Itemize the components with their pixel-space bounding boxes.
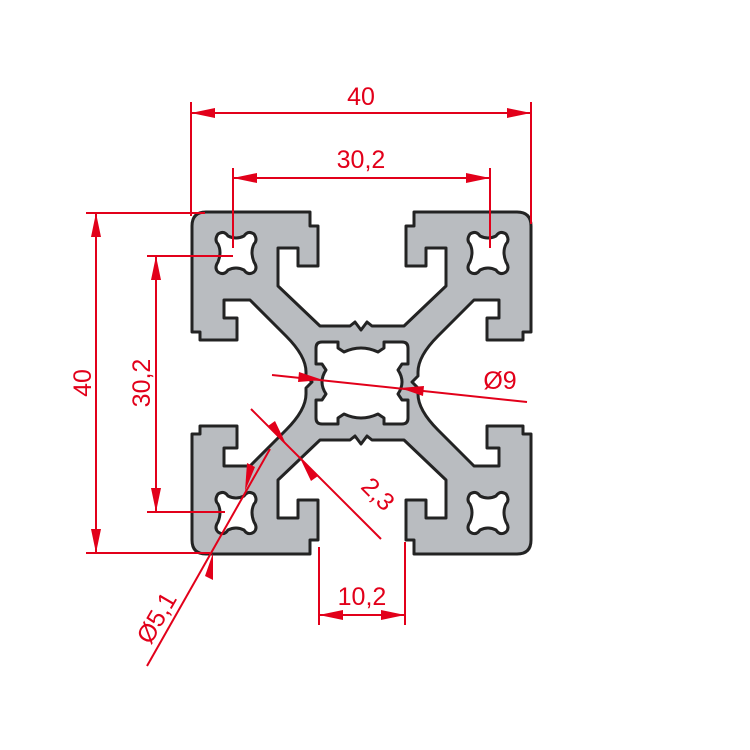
dim-corner-bore [146, 448, 271, 667]
label-wall-thickness: 2,3 [355, 472, 399, 516]
dimensions [86, 102, 532, 667]
label-center-bore-diameter: Ø9 [483, 367, 516, 395]
dim-slot-opening [318, 542, 406, 625]
dim-wall-thickness [250, 408, 382, 540]
dim-overall-height [86, 212, 210, 554]
corner-bore-top-right [466, 230, 510, 276]
label-overall-width: 40 [347, 83, 375, 111]
aluminium-profile [190, 210, 533, 556]
label-slot-opening-width: 10,2 [338, 583, 387, 611]
dim-slot-spacing-horizontal [232, 168, 491, 248]
label-slot-spacing-vertical: 30,2 [128, 359, 156, 408]
dim-overall-width [190, 102, 532, 224]
label-overall-height: 40 [69, 369, 97, 397]
corner-bore-top-left [214, 230, 258, 276]
dim-center-bore [271, 372, 528, 403]
dim-slot-spacing-vertical [147, 255, 233, 513]
corner-bore-bottom-right [466, 490, 510, 536]
center-bore-cavity [314, 340, 410, 426]
label-slot-spacing-horizontal: 30,2 [337, 146, 386, 174]
